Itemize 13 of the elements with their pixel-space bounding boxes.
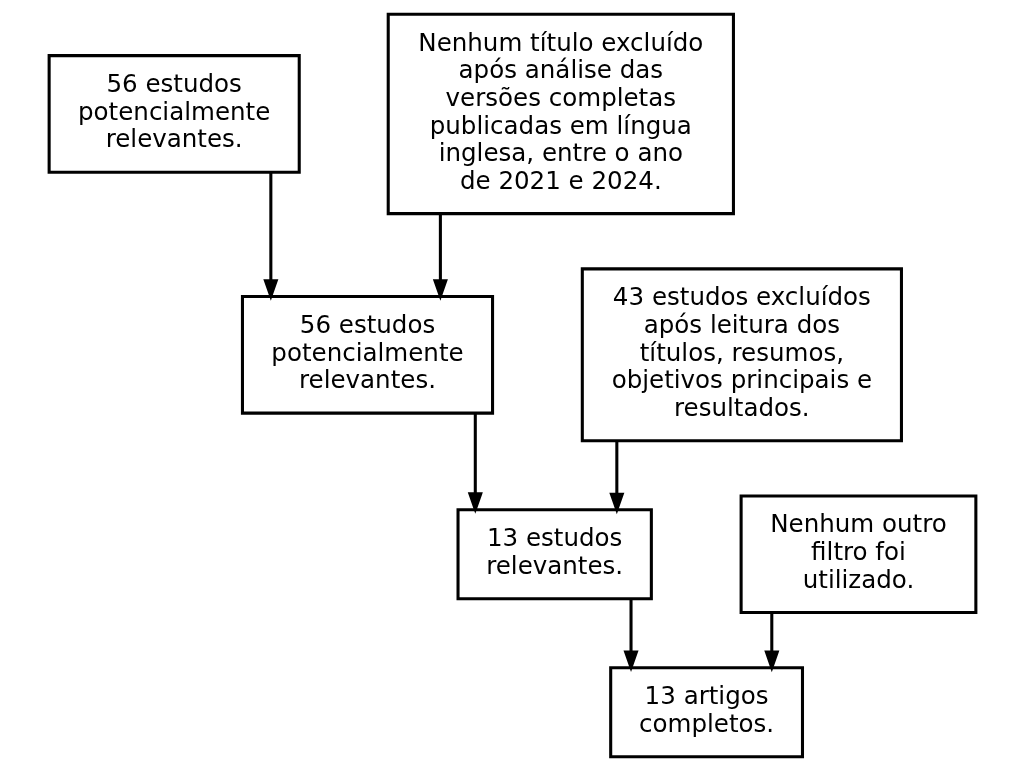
- node-box: 13 estudos relevantes.: [456, 508, 653, 601]
- arrow: [432, 214, 448, 301]
- arrow: [262, 172, 278, 301]
- node-box: 43 estudos excluídos após leitura dos títulos, resumos, objetivos principais e resultados.: [580, 267, 903, 443]
- arrow: [608, 441, 624, 515]
- node-box: Nenhum outro filtro foi utilizado.: [739, 494, 977, 615]
- arrow: [467, 413, 483, 514]
- node-box: Nenhum título excluído após análise das versões completas publicadas em língua inglesa, entre o ano de 2021 e 2024.: [386, 12, 735, 216]
- node-box: 56 estudos potencialmente relevantes.: [240, 294, 494, 415]
- arrow: [623, 599, 639, 672]
- node-box: 56 estudos potencialmente relevantes.: [47, 54, 301, 174]
- node-box: 13 artigos completos.: [608, 666, 804, 759]
- arrow: [763, 612, 779, 673]
